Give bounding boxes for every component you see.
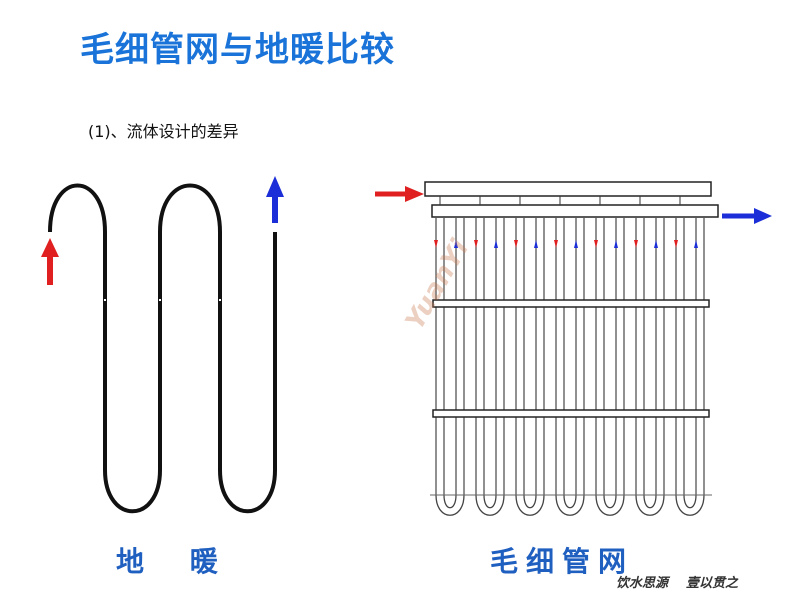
floor-heating-pipe xyxy=(48,183,277,514)
section-subtitle: (1)、流体设计的差异 xyxy=(88,122,239,141)
footer-slogan: 饮水思源 壹以贯之 xyxy=(616,572,738,591)
return-arrow-icon xyxy=(266,176,284,223)
inlet-arrow-icon xyxy=(405,186,424,202)
footer-slogan-left: 饮水思源 xyxy=(616,576,669,591)
slide-title: 毛细管网与地暖比较 xyxy=(80,30,395,70)
capillary-mat xyxy=(375,181,772,516)
floor-heating-caption: 地 暖 xyxy=(116,545,236,578)
supply-arrow-icon xyxy=(41,238,59,285)
footer-slogan-right: 壹以贯之 xyxy=(686,576,739,591)
capillary-mat-caption: 毛细管网 xyxy=(490,545,635,578)
outlet-arrow-icon xyxy=(754,208,772,224)
